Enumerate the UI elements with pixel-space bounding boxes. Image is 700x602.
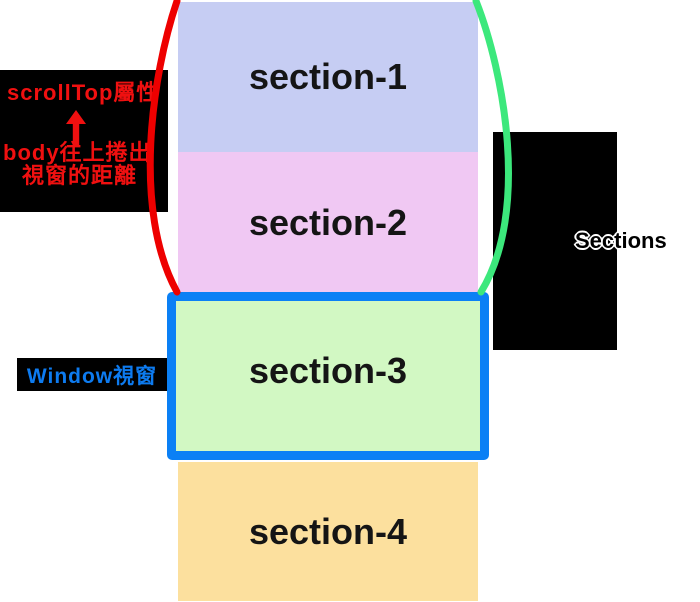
sections-annotation-box: Sections — [493, 132, 667, 350]
section-4-label: section-4 — [248, 510, 408, 552]
section-2-block: section-2 — [178, 152, 478, 293]
section-2-label: section-2 — [248, 201, 408, 243]
scrolltop-title: scrollTop屬性 — [7, 80, 160, 105]
scrolltop-desc-line1: body往上捲出 — [3, 140, 152, 165]
window-annotation-box: Window視窗 — [17, 358, 167, 391]
section-3-label: section-3 — [248, 350, 408, 391]
section-1-block: section-1 — [178, 2, 478, 152]
section-3-block: section-3 — [176, 301, 480, 451]
scrolltop-annotation-box: scrollTop屬性 body往上捲出 視窗的距離 — [0, 70, 168, 212]
scrolltop-desc-line2: 視窗的距離 — [22, 163, 138, 188]
section-1-label: section-1 — [248, 56, 408, 97]
sections-label: Sections — [575, 228, 667, 253]
section-4-block: section-4 — [178, 462, 478, 601]
window-viewport-frame: section-3 — [167, 292, 489, 460]
up-arrow-icon — [66, 110, 86, 146]
window-label: Window視窗 — [26, 364, 158, 388]
